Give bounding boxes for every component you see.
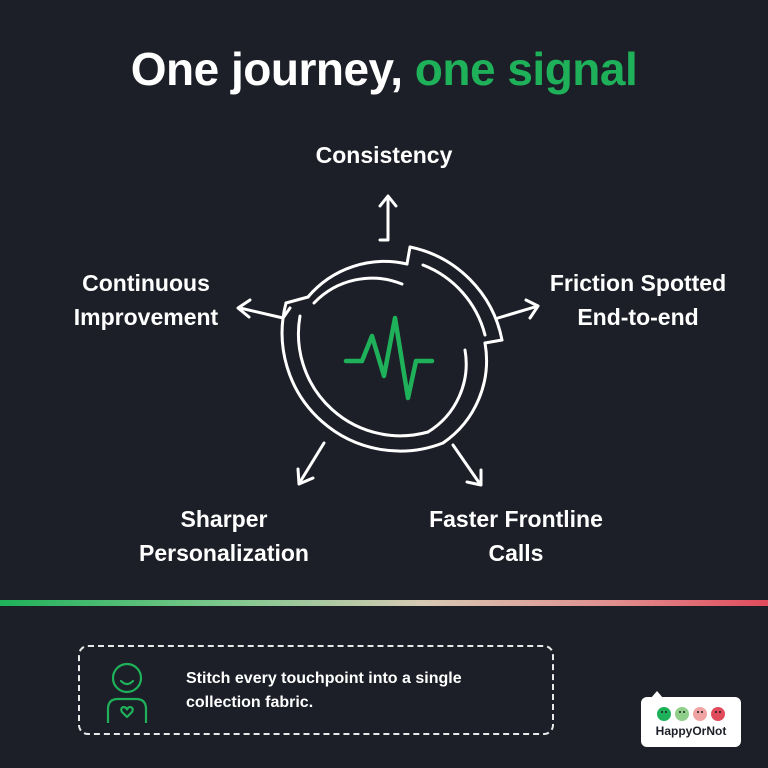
logo-faces (657, 707, 725, 721)
arrow-sharper (296, 441, 326, 486)
heartbeat-pulse-icon (343, 315, 435, 401)
label-continuous-improvement: Continuous Improvement (34, 266, 258, 334)
callout-text: Stitch every touchpoint into a single co… (186, 670, 462, 711)
happy-face-icon (675, 707, 689, 721)
logo-text: HappyOrNot (655, 724, 727, 738)
label-line: Calls (488, 540, 544, 566)
ring-outer-segment (280, 301, 445, 453)
label-line: Friction Spotted (549, 270, 727, 296)
ring-inner-segment (296, 314, 430, 438)
callout-box: Stitch every touchpoint into a single co… (78, 645, 554, 735)
label-consistency: Consistency (284, 138, 484, 172)
title-part-1: One journey, (130, 43, 415, 95)
ring-outer-segment (408, 245, 504, 342)
arrow-faster (451, 443, 483, 487)
person-heart-icon (106, 662, 148, 723)
very-happy-face-icon (657, 707, 671, 721)
label-line: Improvement (73, 304, 219, 330)
ring-connector (483, 338, 504, 345)
arrow-consistency (378, 194, 398, 242)
label-sharper-personalization: Sharper Personalization (100, 502, 348, 570)
ring-outer-segment (306, 259, 409, 299)
label-line: Faster Frontline (429, 506, 603, 532)
label-friction-spotted: Friction Spotted End-to-end (520, 266, 756, 334)
ring-connector (284, 295, 310, 305)
label-line: Personalization (139, 540, 309, 566)
label-line: Sharper (180, 506, 268, 532)
title-part-2-accent: one signal (414, 43, 638, 95)
ring-inner-segment (312, 276, 404, 305)
arrow-continuous (236, 298, 292, 320)
very-unhappy-face-icon (711, 707, 725, 721)
ring-connector (405, 245, 412, 266)
label-consistency-text: Consistency (315, 142, 453, 168)
arrow-friction (496, 298, 540, 320)
ring-inner-segment (421, 263, 487, 337)
ring-outer-segment (441, 341, 489, 445)
logo-speech-tail (651, 691, 663, 698)
label-line: End-to-end (577, 304, 699, 330)
cycle-diagram (236, 194, 540, 487)
happyornot-logo: HappyOrNot (641, 691, 741, 747)
gradient-divider (0, 600, 768, 606)
unhappy-face-icon (693, 707, 707, 721)
ring-inner-segment (426, 348, 468, 434)
label-line: Continuous (82, 270, 210, 296)
label-faster-frontline-calls: Faster Frontline Calls (392, 502, 640, 570)
page-title: One journey, one signal (0, 42, 768, 96)
